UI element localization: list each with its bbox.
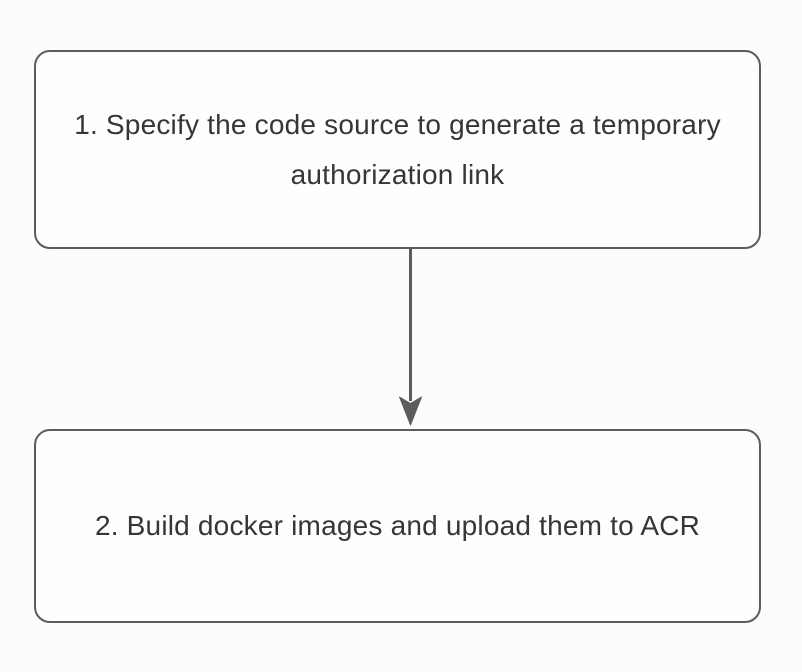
arrow-step1-to-step2 (399, 249, 422, 426)
flowchart-node-step1: 1. Specify the code source to generate a… (34, 50, 761, 249)
flowchart-node-step2: 2. Build docker images and upload them t… (34, 429, 761, 623)
arrowhead-icon (399, 396, 422, 426)
node-step2-label: 2. Build docker images and upload them t… (94, 510, 701, 541)
node-step1-label: 1. Specify the code source to generate a… (74, 108, 721, 190)
